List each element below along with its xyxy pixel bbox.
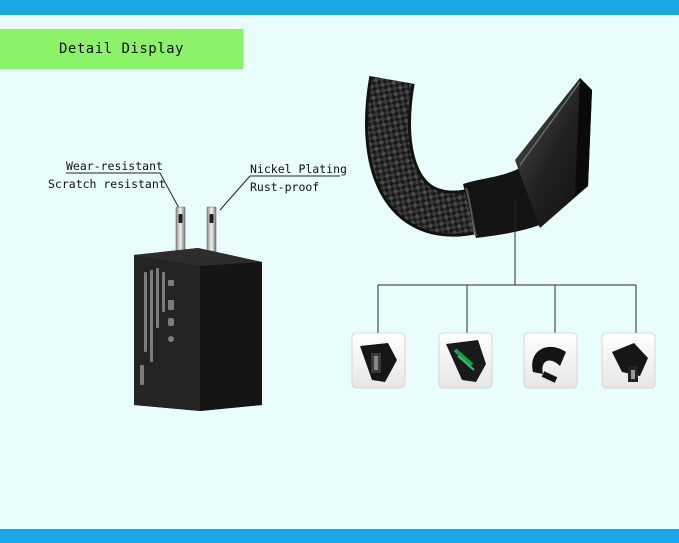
title-banner: Detail Display [0,29,243,69]
connector-thumbnail-4 [601,332,656,389]
right-callout-lines [219,175,340,211]
page-title: Detail Display [58,41,184,57]
charger-body [134,248,262,411]
connector-thumbnail-1 [351,332,406,389]
braided-cable [365,76,592,238]
connector-tree-lines [377,200,637,340]
connector-thumbnail-3 [523,332,578,389]
callout-scratch-resistant: Scratch resistant [48,177,166,191]
connector-thumbnail-2 [438,332,493,389]
left-callout-lines [66,172,181,211]
callout-rust-proof: Rust-proof [250,180,320,194]
charger-prongs [175,206,217,258]
callout-nickel-plating: Nickel Plating [250,162,347,176]
callout-wear-resistant: Wear-resistant [66,159,163,173]
bottom-accent-bar [0,529,679,543]
top-accent-bar [0,0,679,15]
